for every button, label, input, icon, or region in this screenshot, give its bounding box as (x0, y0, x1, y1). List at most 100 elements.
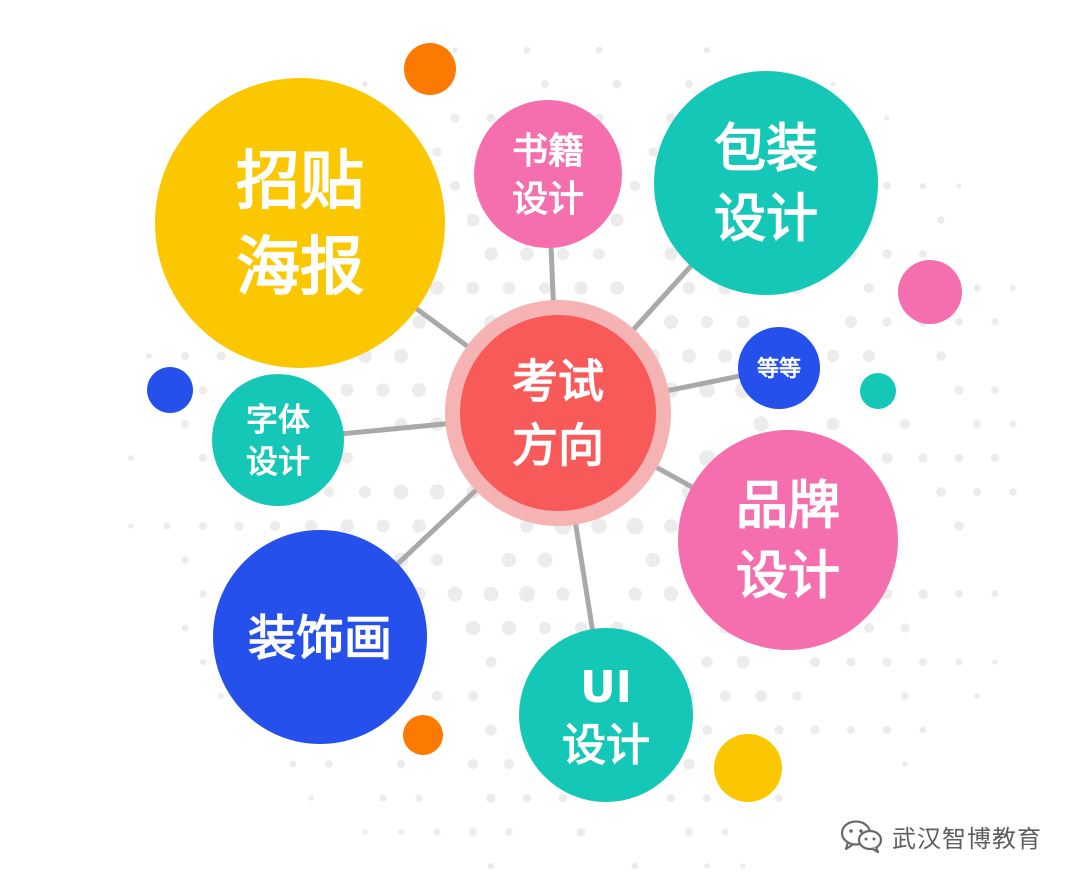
bg-dot (810, 725, 820, 735)
bg-dot (519, 586, 535, 602)
node-brand-label-line-1: 品牌 (736, 477, 840, 537)
bg-dot (972, 487, 982, 497)
center-node-label-line-1: 考试 (512, 355, 604, 409)
bg-dot (217, 692, 225, 700)
teal-dot-right (860, 373, 896, 409)
bg-dot (610, 213, 624, 227)
bg-dot (340, 519, 354, 533)
bg-dot (576, 827, 586, 837)
bg-dot (718, 349, 732, 363)
bg-dot (198, 385, 208, 395)
bg-dot (199, 590, 207, 598)
bg-dot (703, 794, 711, 802)
bg-dot (483, 586, 499, 602)
bg-dot (936, 351, 946, 361)
bg-dot (128, 455, 134, 461)
bg-dot (990, 453, 1000, 463)
bg-dot (954, 453, 964, 463)
bg-dot (539, 282, 551, 294)
bg-dot (538, 621, 552, 635)
bg-dot (685, 828, 693, 836)
blue-dot-left (147, 367, 193, 413)
bg-dot (503, 758, 515, 770)
node-decor: 装饰画 (213, 530, 427, 744)
bg-dot (452, 47, 458, 53)
node-packaging-circle (654, 71, 878, 295)
bg-dot (628, 587, 642, 601)
bg-dot (719, 690, 731, 702)
bg-dot (431, 690, 443, 702)
bg-dot (900, 691, 910, 701)
node-etc: 等等 (738, 327, 820, 409)
bg-dot (593, 248, 605, 260)
bg-dot (701, 724, 713, 736)
bg-dot (864, 283, 874, 293)
bg-dot (648, 147, 658, 157)
bg-dot (412, 383, 426, 397)
bg-dot (487, 862, 495, 870)
bg-dot (664, 519, 678, 533)
node-book-circle (474, 100, 622, 248)
bg-dot (323, 486, 335, 498)
bg-dot (393, 484, 409, 500)
bg-dot (882, 657, 892, 667)
bg-dot (846, 657, 856, 667)
bg-dot (955, 318, 963, 326)
bg-dot (882, 317, 892, 327)
node-book-label-line-2: 设计 (512, 179, 584, 220)
bg-dot (469, 828, 477, 836)
bg-dot (900, 419, 910, 429)
bg-dot (847, 726, 855, 734)
bg-dot (485, 656, 497, 668)
bg-dot (146, 353, 152, 359)
bg-dot (809, 656, 821, 668)
bg-dot (591, 518, 607, 534)
bg-dot (973, 284, 981, 292)
wechat-icon (840, 820, 883, 854)
watermark-text: 武汉智博教育 (892, 824, 1042, 853)
bg-dot (393, 348, 409, 364)
bg-dot (937, 216, 945, 224)
bg-dot (304, 519, 318, 533)
bg-dot (919, 726, 927, 734)
bg-dot (412, 315, 426, 329)
bg-dot (884, 115, 890, 121)
bg-dot (340, 383, 354, 397)
bg-dot (163, 522, 171, 530)
bg-dot (502, 281, 516, 295)
yellow-dot-bottom (714, 734, 782, 802)
bg-dot (700, 315, 714, 329)
bg-dot (537, 552, 553, 568)
watermark: 武汉智博教育 (840, 818, 1042, 854)
node-etc-circle (738, 327, 820, 409)
bg-dot (610, 281, 624, 295)
bg-dot (556, 247, 570, 261)
bg-dot (1009, 420, 1017, 428)
bg-dot (467, 690, 479, 702)
bg-dot (682, 349, 696, 363)
node-ui-circle (519, 628, 693, 802)
bg-dot (664, 315, 678, 329)
bg-dot (450, 113, 460, 123)
bg-dot (362, 81, 368, 87)
bg-dot (736, 655, 750, 669)
bg-dot (180, 351, 190, 361)
bg-dot (774, 725, 784, 735)
bg-dot (574, 281, 588, 295)
node-decor-label-line-1: 装饰画 (248, 610, 392, 666)
node-brand-circle (678, 430, 898, 650)
bg-dot (486, 793, 496, 803)
bg-dot (626, 517, 644, 535)
node-packaging-label-line-1: 包装 (714, 120, 818, 180)
bg-dot (429, 484, 445, 500)
bg-dot (826, 417, 840, 431)
bg-dot (595, 46, 603, 54)
bg-dot (862, 349, 876, 363)
bg-dot (289, 760, 297, 768)
bg-dot (199, 658, 207, 666)
